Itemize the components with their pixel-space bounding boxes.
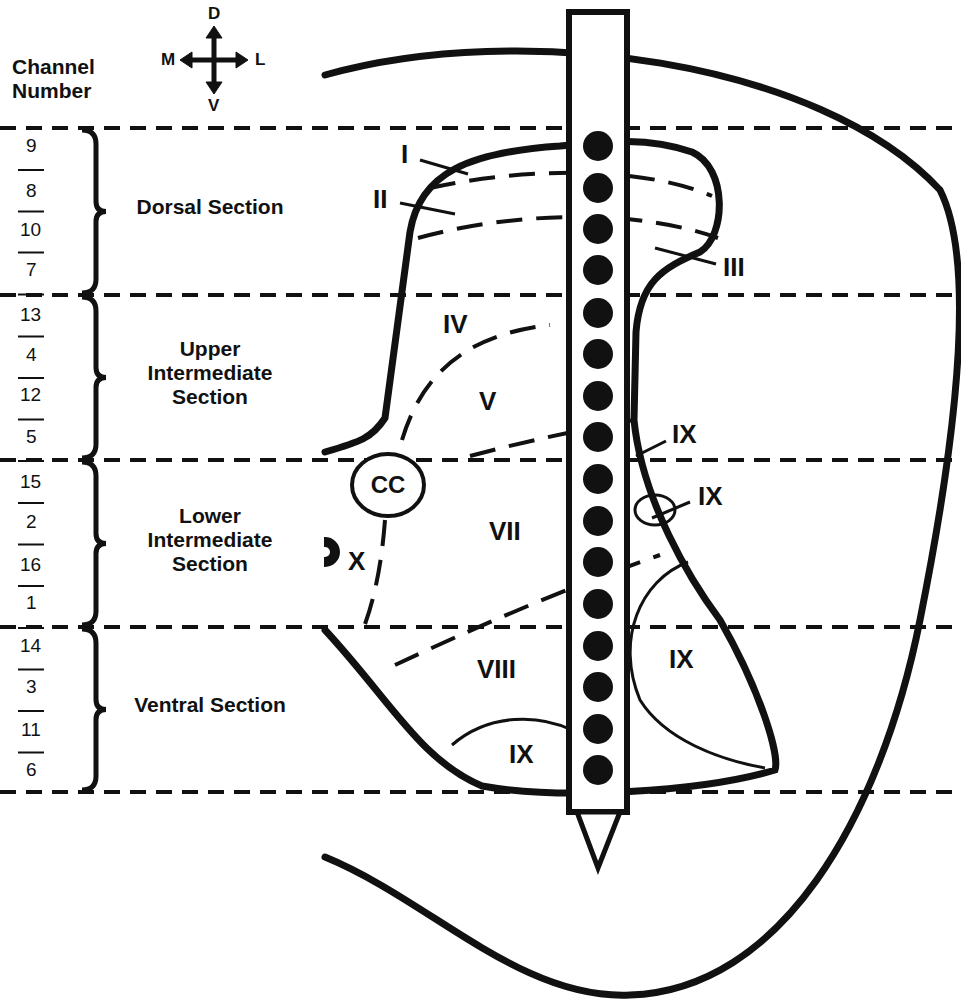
gray-matter-outline bbox=[325, 142, 776, 793]
channel-number: 11 bbox=[19, 719, 43, 741]
section-divider bbox=[0, 458, 961, 462]
channel-number: 14 bbox=[18, 635, 43, 657]
leader-line bbox=[655, 248, 716, 264]
electrode-contact bbox=[583, 131, 613, 161]
section-divider bbox=[0, 126, 961, 130]
channel-separator bbox=[18, 627, 44, 629]
electrode-contact bbox=[583, 755, 613, 785]
compass-letter: L bbox=[253, 50, 267, 70]
channel-separator bbox=[18, 585, 44, 587]
lamina-label: IX bbox=[507, 740, 536, 770]
channel-separator bbox=[18, 544, 44, 546]
compass-head bbox=[236, 52, 248, 68]
electrode-contact bbox=[583, 339, 613, 369]
electrode-contact bbox=[583, 506, 613, 536]
leader-line bbox=[652, 502, 690, 518]
lamina-label: II bbox=[371, 185, 389, 215]
compass-head bbox=[206, 26, 222, 38]
electrode-contact bbox=[583, 173, 613, 203]
electrode-tip bbox=[577, 812, 620, 868]
white-matter-outline bbox=[325, 51, 960, 995]
electrode-contact bbox=[583, 214, 613, 244]
compass-head bbox=[206, 82, 222, 94]
lamina-label: IX bbox=[696, 482, 725, 512]
channel-number: 2 bbox=[24, 511, 39, 533]
electrode bbox=[569, 12, 627, 868]
channel-separator bbox=[18, 252, 44, 254]
channel-separator bbox=[18, 377, 44, 379]
channel-number: 13 bbox=[18, 304, 43, 326]
electrode-contact bbox=[583, 672, 613, 702]
section-divider bbox=[0, 293, 961, 297]
section-divider bbox=[0, 790, 961, 794]
lamina-label: IX bbox=[670, 420, 699, 450]
section-brace bbox=[82, 297, 106, 458]
channel-separator bbox=[18, 336, 44, 338]
channel-number: 1 bbox=[24, 592, 39, 614]
compass-letter: M bbox=[159, 50, 177, 70]
central-mark bbox=[325, 538, 339, 566]
leader-line bbox=[636, 441, 666, 456]
channel-number: 7 bbox=[24, 259, 39, 281]
axis-title: Channel Number bbox=[12, 55, 122, 103]
leader-line bbox=[400, 203, 455, 214]
section-name: Dorsal Section bbox=[123, 195, 297, 219]
electrode-contact bbox=[583, 381, 613, 411]
section-divider bbox=[0, 625, 961, 629]
channel-number: 5 bbox=[24, 426, 39, 448]
compass-letter: D bbox=[206, 4, 222, 24]
channel-separator bbox=[18, 460, 44, 462]
lamina-label: III bbox=[721, 253, 747, 283]
channel-separator bbox=[18, 710, 44, 712]
channel-separator bbox=[18, 211, 44, 213]
electrode-shank bbox=[569, 12, 627, 812]
electrode-contact bbox=[583, 298, 613, 328]
channel-number: 3 bbox=[24, 676, 39, 698]
section-name: Lower Intermediate Section bbox=[123, 504, 297, 576]
electrode-contact bbox=[583, 714, 613, 744]
lamina-label: VIII bbox=[475, 655, 518, 685]
lamina-label: IV bbox=[441, 310, 470, 340]
channel-number: 16 bbox=[18, 554, 43, 576]
channel-separator bbox=[18, 294, 44, 296]
electrode-contact bbox=[583, 255, 613, 285]
lamina-label: I bbox=[399, 140, 410, 170]
channel-number: 4 bbox=[24, 344, 39, 366]
channel-number: 9 bbox=[24, 135, 39, 157]
lamina-label: V bbox=[477, 387, 498, 417]
channel-separator bbox=[18, 419, 44, 421]
electrode-contact bbox=[583, 464, 613, 494]
compass-letter: V bbox=[206, 96, 221, 116]
section-brace bbox=[82, 629, 106, 790]
canal-label: CC bbox=[349, 471, 427, 499]
motor-pool-outline bbox=[630, 562, 765, 768]
channel-number: 12 bbox=[18, 384, 43, 406]
canal-circle: CC bbox=[349, 451, 427, 519]
leader-line bbox=[420, 160, 468, 174]
section-name: Ventral Section bbox=[123, 693, 297, 717]
channel-number: 10 bbox=[18, 219, 43, 241]
channel-separator bbox=[18, 502, 44, 504]
section-brace bbox=[82, 130, 106, 293]
channel-separator bbox=[18, 752, 44, 754]
channel-separator bbox=[18, 669, 44, 671]
lamina-label: IX bbox=[667, 645, 696, 675]
electrode-contact bbox=[583, 631, 613, 661]
channel-number: 6 bbox=[24, 759, 39, 781]
section-name: Upper Intermediate Section bbox=[123, 337, 297, 409]
electrode-contact bbox=[583, 422, 613, 452]
section-brace bbox=[82, 462, 106, 625]
channel-number: 15 bbox=[18, 471, 43, 493]
channel-number: 8 bbox=[24, 180, 39, 202]
channel-separator bbox=[18, 169, 44, 171]
lamina-boundary bbox=[402, 325, 550, 440]
electrode-contact bbox=[583, 589, 613, 619]
lamina-label: VII bbox=[487, 517, 523, 547]
compass-arrow bbox=[212, 32, 217, 88]
lamina-label: X bbox=[346, 547, 367, 577]
electrode-contact bbox=[583, 547, 613, 577]
compass-head bbox=[180, 52, 192, 68]
